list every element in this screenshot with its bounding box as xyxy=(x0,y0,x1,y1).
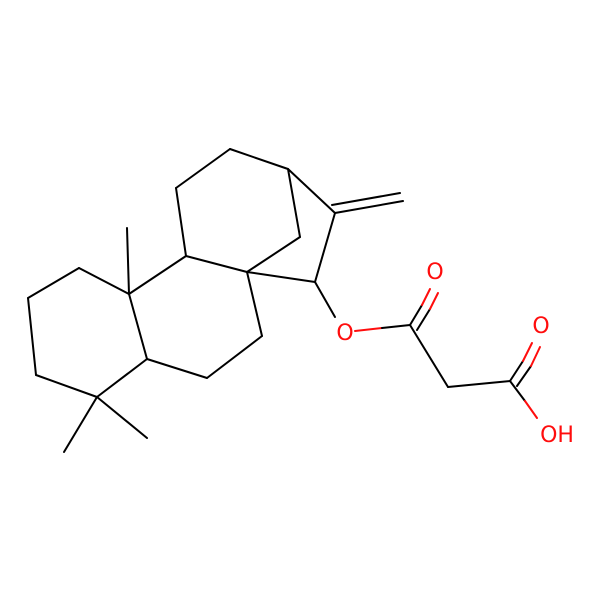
bond-acid-oh xyxy=(509,380,526,402)
bond-acid-co-a-red xyxy=(522,342,533,362)
carbon-skeleton xyxy=(27,148,404,453)
bond-oester-c-black xyxy=(381,324,411,329)
acid-carbonyl-oxygen-label: O xyxy=(532,314,549,339)
bond-d2 xyxy=(314,212,336,283)
bond-a2 xyxy=(27,267,80,299)
bond-acid-oh-red xyxy=(524,400,538,419)
atom-labels: O O O OH xyxy=(336,260,574,448)
hydroxyl-label: OH xyxy=(540,423,574,448)
bond-a4 xyxy=(35,374,98,398)
bond-acid-co-a xyxy=(509,360,524,382)
bond-b4 xyxy=(206,335,263,379)
bond-c2 xyxy=(175,148,231,189)
bond-methylene-a xyxy=(334,200,404,214)
bond-b3 xyxy=(246,271,263,337)
bond-c3 xyxy=(229,148,289,170)
ester-carbonyl-oxygen-label: O xyxy=(426,260,443,285)
ester-oxygen-label: O xyxy=(336,321,353,346)
bond-ester-co-a xyxy=(409,304,423,326)
bond-a3 xyxy=(27,297,37,376)
bond-ester-co-b-red xyxy=(429,292,439,310)
bond-bridge-2 xyxy=(246,236,301,273)
bond-b2 xyxy=(185,255,248,273)
bond-c-oester xyxy=(314,281,336,318)
bond-a1 xyxy=(78,267,130,295)
bond-d1 xyxy=(287,168,336,214)
bond-methylene-b xyxy=(331,192,401,206)
bond-gem-methyl-1 xyxy=(63,396,98,453)
bond-c1 xyxy=(175,187,187,257)
malonate-ester-chain xyxy=(314,281,541,419)
bond-ester-co-b xyxy=(416,308,431,331)
bond-a5 xyxy=(96,358,148,398)
bond-ch2-1 xyxy=(409,324,449,388)
bond-oester-c xyxy=(354,327,383,332)
bond-gem-methyl-2 xyxy=(96,396,148,439)
bond-a6 xyxy=(128,293,148,360)
bond-angular-methyl xyxy=(126,227,130,295)
bond-ch2-2 xyxy=(447,380,511,388)
bond-d3 xyxy=(246,271,316,283)
bond-bridge-1 xyxy=(287,168,301,238)
bond-acid-co-b xyxy=(516,365,532,387)
bond-b5 xyxy=(146,358,208,379)
bond-acid-co-b-red xyxy=(530,346,541,367)
bond-ester-co-a-red xyxy=(421,288,431,306)
bond-b1 xyxy=(128,255,187,295)
